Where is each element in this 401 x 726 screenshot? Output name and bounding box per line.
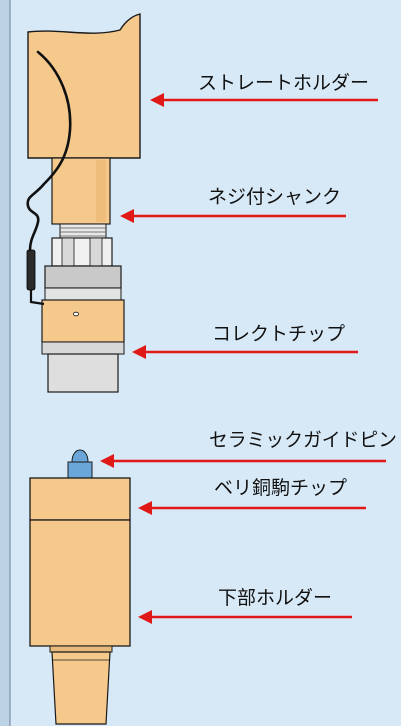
straight-holder-body bbox=[27, 13, 141, 159]
callout-ceramic-guide-pin: セラミックガイドピン bbox=[100, 429, 397, 468]
label-collet-chip: コレクトチップ bbox=[212, 323, 345, 345]
left-border bbox=[0, 0, 10, 726]
callout-straight-holder: ストレートホルダー bbox=[150, 72, 378, 107]
ceramic-guide-pin bbox=[67, 449, 93, 479]
collet-chip bbox=[41, 265, 125, 393]
callout-beryllium-copper-chip: ベリ銅駒チップ bbox=[138, 477, 366, 515]
callout-lower-holder: 下部ホルダー bbox=[138, 587, 352, 624]
label-ceramic-guide-pin: セラミックガイドピン bbox=[209, 429, 397, 451]
label-beryllium-copper-chip: ベリ銅駒チップ bbox=[214, 477, 347, 499]
callout-collet-chip: コレクトチップ bbox=[132, 323, 358, 359]
lower-holder-shank bbox=[49, 645, 113, 725]
beryllium-copper-chip bbox=[29, 477, 131, 521]
label-screw-shank: ネジ付シャンク bbox=[208, 186, 341, 208]
lower-holder-body bbox=[29, 519, 131, 647]
callout-screw-shank: ネジ付シャンク bbox=[120, 186, 346, 223]
label-lower-holder: 下部ホルダー bbox=[218, 587, 332, 609]
cable bbox=[26, 50, 72, 306]
screw-thread bbox=[51, 223, 113, 267]
label-straight-holder: ストレートホルダー bbox=[198, 72, 369, 94]
